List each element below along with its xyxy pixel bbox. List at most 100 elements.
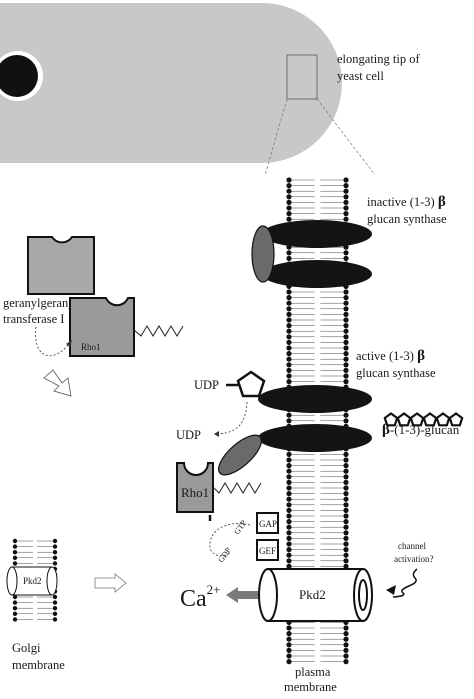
plasma-lipid-head	[286, 250, 292, 256]
plasma-lipid-head	[286, 491, 292, 497]
channel-activation-arrowhead	[386, 585, 396, 595]
plasma-lipid-head	[286, 524, 292, 530]
plasma-lipid-head	[343, 339, 349, 345]
yeast-cell	[0, 3, 342, 163]
golgi-lipid-head	[12, 550, 18, 555]
udp-release-arrowhead	[214, 431, 219, 437]
golgi-lipid-head	[12, 600, 18, 605]
plasma-lipid-head	[286, 451, 292, 457]
inactive-label-line2: glucan synthase	[367, 212, 447, 226]
golgi-lipid-head	[12, 561, 18, 566]
plasma-lipid-head	[343, 535, 349, 542]
plasma-lipid-head	[343, 328, 349, 334]
channel-activation-squiggle	[392, 568, 418, 598]
plasma-lipid-head	[343, 418, 349, 424]
gg-label-line1: geranylgeranyl	[3, 296, 78, 310]
plasma-lipid-head	[343, 412, 349, 418]
plasma-lipid-head	[343, 295, 349, 301]
udp-release-arrow	[213, 401, 248, 435]
gtp-gdp-cycle-arrow	[209, 523, 251, 557]
plasma-lipid-head	[286, 552, 292, 558]
active-label-line2: glucan synthase	[356, 366, 436, 380]
plasma-lipid-head	[286, 255, 292, 261]
golgi-lipid-head	[12, 555, 18, 560]
plasma-lipid-head	[286, 289, 292, 295]
plasma-lipid-head	[286, 642, 292, 648]
plasma-lipid-head	[343, 199, 349, 205]
rho1-membrane-bound	[176, 462, 262, 513]
plasma-lipid-head	[343, 188, 349, 194]
inactive-regulatory-subunit	[251, 225, 275, 283]
calcium-label: Ca2+	[180, 582, 221, 612]
tip-label-line1: elongating tip of	[337, 52, 420, 66]
plasma-lipid-head	[286, 194, 292, 200]
glucose-pentagon	[236, 370, 266, 398]
golgi-lipid-head	[52, 538, 58, 544]
plasma-lipid-head	[343, 513, 349, 519]
golgi-lipid-head	[52, 561, 58, 566]
glucan-unit-pentagon	[422, 412, 438, 427]
zoom-line-left	[264, 98, 288, 176]
plasma-lipid-head	[286, 328, 292, 334]
plasma-lipid-head	[343, 250, 349, 256]
plasma-lipid-head	[343, 485, 349, 491]
active-label-line1: active (1-3) β	[356, 348, 425, 364]
golgi-lipid-head	[52, 617, 58, 622]
plasma-lipid-head	[343, 367, 349, 373]
plasma-lipid-head	[286, 631, 292, 637]
zoom-line-right	[316, 98, 376, 176]
glucan-unit-pentagon	[448, 412, 464, 427]
pkd2-pore	[358, 579, 368, 611]
plasma-lipid-head	[286, 311, 292, 317]
gap-box	[256, 512, 279, 534]
inactive-glucan-synthase	[251, 220, 372, 288]
pkd2-plasma-label: Pkd2	[299, 587, 326, 602]
plasma-lipid-head	[286, 659, 292, 665]
synthase-upper-lobe	[262, 220, 372, 248]
synthase-lower-lobe	[262, 260, 372, 288]
golgi-lipid-head	[12, 611, 18, 616]
pkd2-golgi-channel	[6, 566, 58, 596]
gg-label-line2: transferase I	[3, 312, 64, 326]
golgi-lipid-head	[52, 555, 58, 560]
glucan-chain	[383, 412, 464, 427]
rho1-label-top: Rho1	[81, 342, 101, 352]
plasma-lipid-head	[343, 552, 349, 558]
channel-label-line1: channel	[398, 541, 426, 551]
plasma-lipid-head	[286, 373, 292, 379]
rho1-label-bottom: Rho1	[181, 485, 209, 500]
plasma-lipid-head	[343, 379, 349, 385]
plasma-lipid-head	[343, 457, 349, 463]
nucleus	[0, 51, 43, 101]
plasma-lipid-head	[286, 199, 292, 205]
plasma-lipid-head	[343, 524, 349, 530]
plasma-lipid-head	[343, 351, 349, 357]
golgi-membrane-bilayer	[12, 538, 58, 622]
gef-box	[256, 539, 279, 561]
gg-transfer-arrowhead	[66, 340, 72, 347]
plasma-lipid-head	[286, 379, 292, 385]
golgi-lipid-head	[52, 550, 58, 555]
rho1-unmodified	[69, 297, 184, 357]
plasma-lipid-head	[343, 194, 349, 200]
channel-label-line2: activation?	[394, 554, 433, 564]
plasma-lipid-head	[286, 306, 292, 312]
plasma-lipid-head	[343, 558, 349, 564]
plasma-lipid-head	[343, 647, 349, 654]
plasma-lipid-head	[286, 183, 292, 189]
udp-label-bottom: UDP	[176, 428, 201, 442]
plasma-lipid-head	[286, 457, 292, 463]
plasma-lipid-head	[343, 507, 349, 513]
golgi-lipid-head	[12, 617, 18, 622]
plasma-lipid-head	[286, 323, 292, 329]
plasma-lipid-head	[286, 485, 292, 491]
plasma-lipid-head	[343, 356, 349, 362]
plasma-lipid-head	[286, 636, 292, 642]
plasma-lipid-head	[286, 216, 292, 222]
transferase-block	[27, 236, 95, 295]
plasma-lipid-head	[286, 345, 292, 351]
plasma-lipid-head	[343, 530, 349, 536]
tip-zoom-box	[286, 54, 318, 100]
plasma-lipid-head	[343, 496, 349, 502]
plasma-lipid-head	[343, 362, 349, 368]
